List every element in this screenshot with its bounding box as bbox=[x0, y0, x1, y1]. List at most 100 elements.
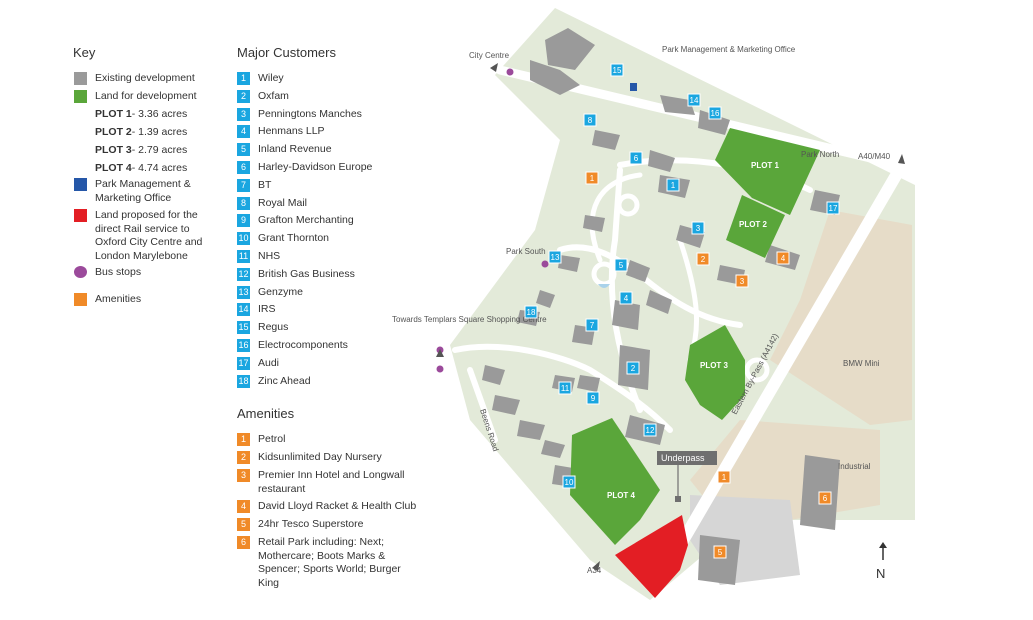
key-item-amenities: Amenities bbox=[74, 293, 141, 309]
arrow-a34-icon bbox=[592, 561, 600, 571]
customer-marker-number: 6 bbox=[634, 154, 639, 163]
key-title: Key bbox=[73, 45, 96, 60]
customer-number: 18 bbox=[237, 374, 250, 388]
plot-2-shape bbox=[726, 195, 785, 258]
customer-number: 3 bbox=[237, 107, 250, 121]
amenity-marker-number: 2 bbox=[701, 255, 706, 264]
amenity-marker-number: 6 bbox=[823, 494, 828, 503]
city-centre-label: City Centre bbox=[469, 51, 510, 60]
amenity-marker-number: 1 bbox=[722, 473, 727, 482]
underpass-label: Underpass bbox=[661, 453, 705, 463]
plot-4-shape bbox=[570, 418, 660, 545]
amenity-marker bbox=[713, 545, 727, 559]
key-plot-2: PLOT 2 - 1.39 acres bbox=[95, 126, 188, 138]
customer-number: 2 bbox=[237, 89, 250, 103]
customer-marker bbox=[524, 305, 538, 319]
plot-3-shape bbox=[685, 325, 745, 420]
customer-marker bbox=[691, 221, 705, 235]
building bbox=[530, 60, 580, 95]
plot-4-label: PLOT 4 bbox=[607, 491, 636, 500]
customer-marker-number: 5 bbox=[619, 261, 624, 270]
customer-marker-number: 3 bbox=[696, 224, 701, 233]
customer-name: Grafton Merchanting bbox=[258, 214, 354, 227]
customer-name: Inland Revenue bbox=[258, 143, 332, 156]
building bbox=[612, 300, 640, 330]
key-plot-4: PLOT 4 - 4.74 acres bbox=[95, 162, 188, 174]
bus-stop bbox=[541, 260, 549, 268]
customer-marker bbox=[586, 391, 600, 405]
building bbox=[517, 420, 545, 440]
customer-marker bbox=[629, 151, 643, 165]
customer-marker bbox=[562, 475, 576, 489]
building bbox=[583, 215, 605, 232]
industrial-label: Industrial bbox=[838, 462, 871, 471]
underpass-box bbox=[657, 451, 717, 465]
arrow-city-centre-icon bbox=[490, 63, 498, 72]
plot-1-label: PLOT 1 bbox=[751, 161, 780, 170]
building bbox=[592, 130, 620, 150]
park-office-building bbox=[630, 83, 637, 91]
building bbox=[626, 260, 650, 282]
tan-area bbox=[770, 210, 912, 425]
customer-marker bbox=[614, 258, 628, 272]
key-plot-3: PLOT 3 - 2.79 acres bbox=[95, 144, 188, 156]
building bbox=[541, 440, 565, 458]
towards-label: Towards Templars Square Shopping Centre bbox=[392, 315, 547, 324]
customer-marker-number: 14 bbox=[690, 96, 699, 105]
customer-marker-number: 2 bbox=[631, 364, 636, 373]
customer-marker bbox=[643, 423, 657, 437]
customer-name: Zinc Ahead bbox=[258, 374, 311, 387]
key-item-rail: Land proposed for the direct Rail servic… bbox=[74, 209, 214, 262]
amenity-marker bbox=[717, 470, 731, 484]
customer-marker-number: 15 bbox=[613, 66, 622, 75]
customer-number: 16 bbox=[237, 339, 250, 352]
customer-number: 7 bbox=[237, 178, 250, 192]
park-north-label: Park North bbox=[801, 150, 839, 159]
roundabout bbox=[744, 357, 770, 383]
customer-number: 15 bbox=[237, 321, 250, 335]
customer-marker bbox=[708, 106, 722, 120]
customer-name: Wiley bbox=[258, 72, 284, 84]
key-item-existing: Existing development bbox=[74, 72, 195, 88]
pond bbox=[598, 284, 610, 288]
customer-marker bbox=[583, 113, 597, 127]
customer-marker bbox=[548, 250, 562, 264]
customer-name: NHS bbox=[258, 250, 281, 262]
key-item-office: Park Management & Marketing Office bbox=[74, 178, 204, 204]
amenity-marker-number: 3 bbox=[740, 277, 745, 286]
customer-name: Grant Thornton bbox=[258, 232, 330, 245]
customers-title: Major Customers bbox=[237, 45, 336, 60]
building bbox=[698, 535, 740, 585]
customer-marker-number: 16 bbox=[711, 109, 720, 118]
customer-item: 1 Wiley bbox=[237, 72, 284, 88]
customer-marker-number: 9 bbox=[591, 394, 596, 403]
arrow-towards-icon bbox=[436, 349, 444, 357]
amenity-marker-number: 1 bbox=[590, 174, 595, 183]
bus-stop bbox=[436, 365, 444, 373]
key-item-land: Land for development bbox=[74, 90, 197, 106]
customer-item: 5 Inland Revenue bbox=[237, 143, 332, 159]
amenity-marker bbox=[776, 251, 790, 265]
customer-number: 4 bbox=[237, 125, 250, 139]
building bbox=[646, 290, 672, 314]
building bbox=[577, 375, 600, 392]
customer-number: 5 bbox=[237, 143, 250, 157]
amenity-marker bbox=[735, 274, 749, 288]
building bbox=[698, 110, 730, 135]
customer-marker bbox=[585, 318, 599, 332]
building bbox=[536, 290, 555, 308]
customer-number: 1 bbox=[237, 72, 250, 85]
customer-marker bbox=[626, 361, 640, 375]
